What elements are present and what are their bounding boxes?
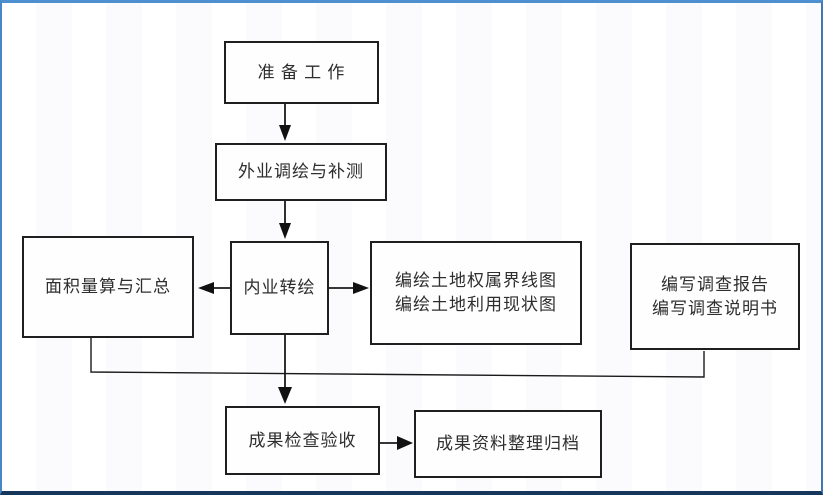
connector-lines <box>90 104 705 450</box>
node-area-calc-label: 面积量算与汇总 <box>45 277 171 296</box>
node-prepare: 准 备 工 作 <box>224 41 379 104</box>
node-inspection: 成果检查验收 <box>225 406 380 475</box>
arrow-indoor-to-area-head <box>198 282 214 294</box>
arrow-indoor-to-maps-head <box>353 282 369 294</box>
node-compile-maps-line1: 编绘土地权属界线图 <box>395 271 557 290</box>
node-archive-label: 成果资料整理归档 <box>436 434 580 453</box>
node-write-reports-line2: 编写调查说明书 <box>652 298 778 318</box>
node-write-reports: 编写调查报告 编写调查说明书 <box>630 243 800 350</box>
node-prepare-label: 准 备 工 作 <box>257 62 346 82</box>
arrow-prepare-to-field-head <box>279 125 291 141</box>
node-archive: 成果资料整理归档 <box>414 410 602 478</box>
node-indoor-mapping: 内业转绘 <box>230 241 329 335</box>
node-field-survey-label: 外业调绘与补测 <box>238 162 364 181</box>
node-indoor-mapping-label: 内业转绘 <box>243 278 316 297</box>
node-write-reports-line1: 编写调查报告 <box>661 274 769 294</box>
arrow-field-to-indoor-head <box>279 223 291 239</box>
node-area-calc: 面积量算与汇总 <box>22 236 194 338</box>
arrow-indoor-to-inspection-head <box>278 387 292 404</box>
node-compile-maps-line2: 编绘土地利用现状图 <box>395 295 557 314</box>
connector-bus-line <box>90 338 705 378</box>
arrow-inspection-to-archive-head <box>397 436 413 450</box>
node-compile-maps: 编绘土地权属界线图 编绘土地利用现状图 <box>370 241 582 345</box>
node-inspection-label: 成果检查验收 <box>248 430 357 450</box>
node-field-survey: 外业调绘与补测 <box>215 143 387 201</box>
